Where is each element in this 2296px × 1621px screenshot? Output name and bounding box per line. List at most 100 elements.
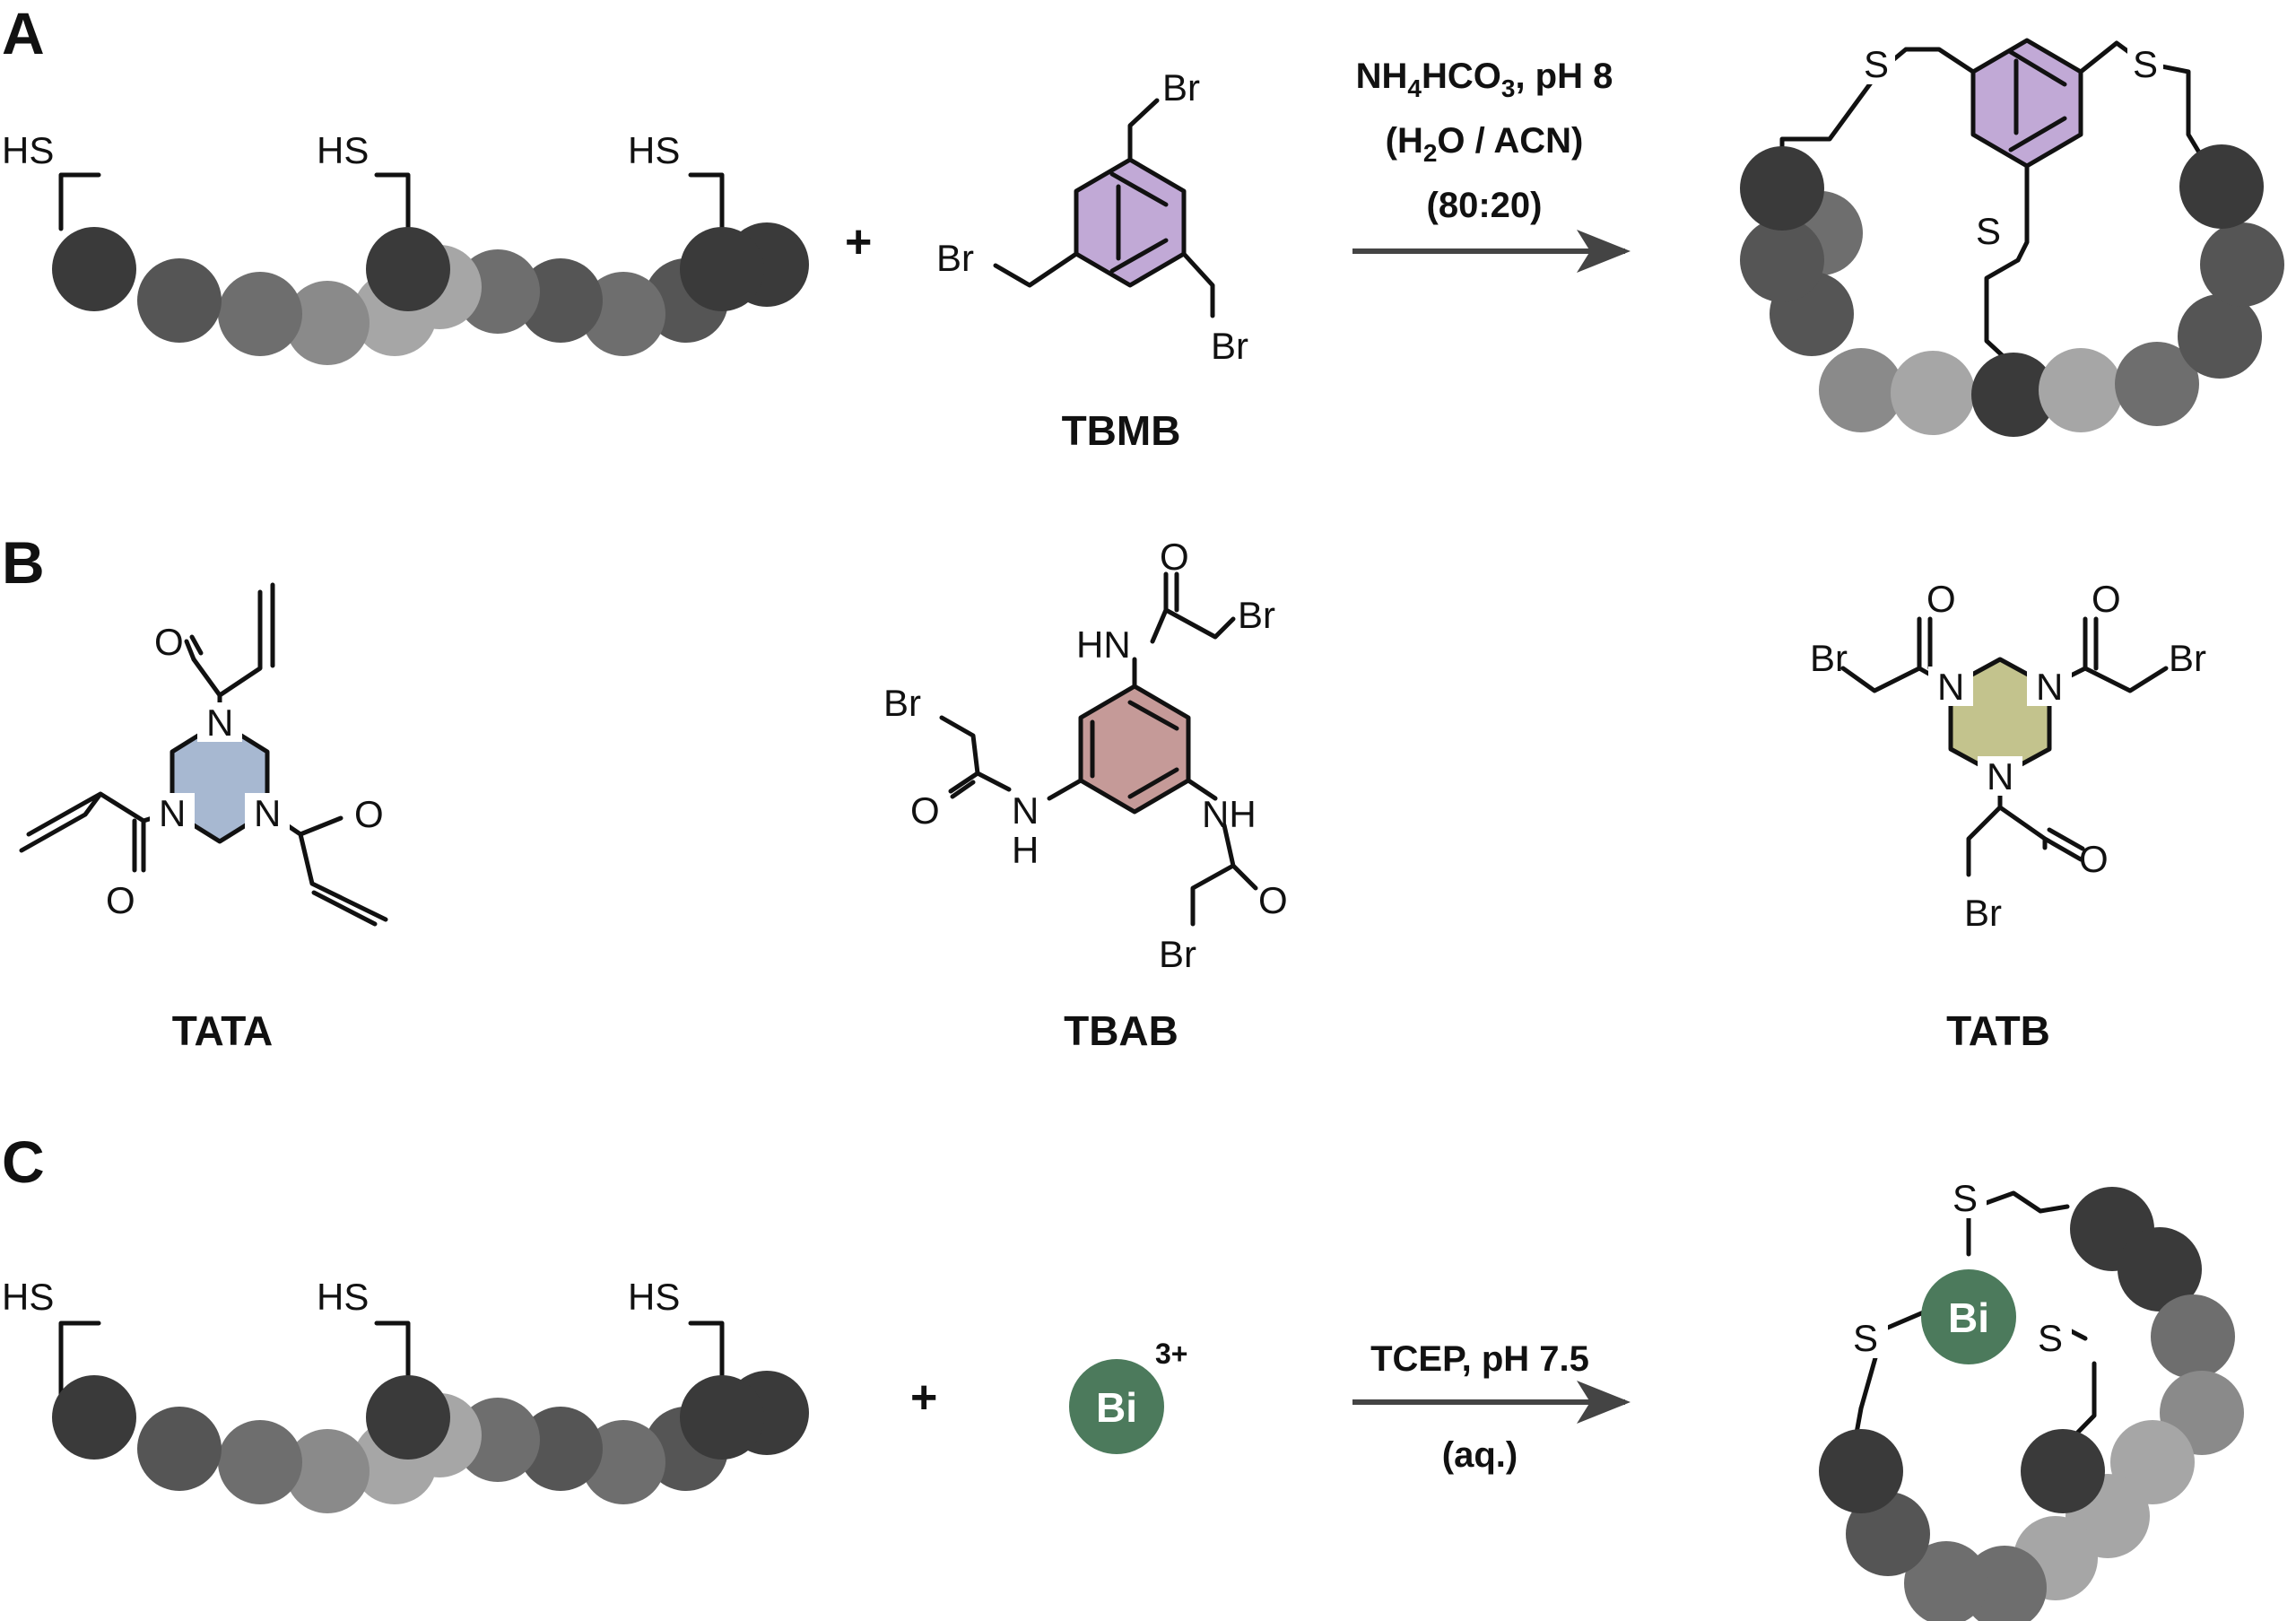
hs-atom: HS bbox=[317, 129, 369, 171]
peptide-bead bbox=[52, 1375, 136, 1460]
bismuth-charge: 3+ bbox=[1155, 1338, 1187, 1370]
nitrogen-atom: N bbox=[2036, 666, 2063, 708]
br-atom: Br bbox=[1211, 325, 1248, 367]
tbab-label: TBAB bbox=[1064, 1007, 1178, 1054]
peptide-bead bbox=[1971, 353, 2056, 437]
tatb-molecule: N N N O O Br Br O Br bbox=[1810, 578, 2206, 934]
hs-atom: HS bbox=[628, 129, 680, 171]
peptide-bead bbox=[2179, 144, 2264, 229]
tbmb-benzene-ring bbox=[1074, 157, 1187, 288]
bismuth-circle bbox=[1069, 1359, 1164, 1454]
bicyclic-peptide-product-a: S S S bbox=[1740, 38, 2284, 437]
nitrogen-atom: N bbox=[206, 702, 233, 744]
plus-sign: + bbox=[845, 216, 872, 268]
peptide-bead bbox=[2200, 222, 2284, 307]
peptide-bead bbox=[218, 272, 302, 356]
peptide-bead bbox=[1740, 218, 1824, 302]
condition-a-line3: (80:20) bbox=[1427, 186, 1543, 225]
hs-atom: HS bbox=[628, 1276, 680, 1318]
bismuth-symbol: Bi bbox=[1948, 1294, 1989, 1341]
oxygen-atom: O bbox=[354, 793, 384, 835]
sulfur-atom: S bbox=[2133, 43, 2158, 85]
hydrogen-atom: H bbox=[1012, 829, 1039, 871]
peptide-bead bbox=[366, 227, 450, 311]
br-atom: Br bbox=[883, 682, 921, 724]
bismuth-symbol: Bi bbox=[1096, 1384, 1137, 1431]
peptide-bead bbox=[518, 1407, 603, 1491]
linear-peptide-c: HS HS HS bbox=[2, 1276, 809, 1513]
tbmb-molecule: Br Br Br bbox=[936, 66, 1248, 367]
peptide-bead bbox=[137, 1407, 222, 1491]
bismuth-circle bbox=[1921, 1269, 2016, 1364]
nitrogen-atom: N bbox=[254, 792, 281, 834]
sulfur-atom: S bbox=[1864, 43, 1889, 85]
plus-sign: + bbox=[910, 1372, 937, 1424]
oxygen-atom: O bbox=[2079, 838, 2109, 880]
peptide-bead bbox=[518, 258, 603, 343]
oxygen-atom: O bbox=[1258, 879, 1288, 921]
sulfur-atom: S bbox=[1853, 1317, 1878, 1359]
peptide-bead bbox=[2178, 294, 2262, 379]
oxygen-atom: O bbox=[154, 621, 184, 663]
br-atom: Br bbox=[1810, 637, 1848, 679]
peptide-bead bbox=[1740, 146, 1824, 231]
bismuth-peptide-product-c: S S S Bi bbox=[1819, 1177, 2244, 1621]
br-atom: Br bbox=[1162, 66, 1200, 109]
br-atom: Br bbox=[2169, 637, 2206, 679]
tata-molecule: N N N O O O bbox=[19, 582, 388, 927]
condition-c-line2: (aq.) bbox=[1442, 1435, 1518, 1475]
peptide-bead bbox=[52, 227, 136, 311]
condition-a-line1: NH4HCO3, pH 8 bbox=[1356, 57, 1613, 102]
peptide-bead bbox=[285, 1429, 370, 1513]
panel-b-label: B bbox=[2, 529, 45, 596]
nitrogen-atom: N bbox=[159, 792, 186, 834]
oxygen-atom: O bbox=[910, 789, 940, 832]
linear-peptide-a: HS HS HS bbox=[2, 129, 809, 365]
tata-triazinane-ring bbox=[170, 719, 270, 844]
hs-atom: HS bbox=[317, 1276, 369, 1318]
peptide-bead bbox=[366, 1375, 450, 1460]
peptide-bead bbox=[2039, 348, 2123, 432]
sulfur-atom: S bbox=[1952, 1177, 1978, 1219]
nh-atom: NH bbox=[1202, 793, 1257, 835]
peptide-bead bbox=[2021, 1429, 2105, 1513]
nitrogen-atom: N bbox=[1937, 666, 1964, 708]
panel-a-label: A bbox=[2, 0, 45, 66]
br-atom: Br bbox=[1964, 892, 2002, 934]
nitrogen-atom: N bbox=[1012, 789, 1039, 832]
peptide-bead bbox=[680, 1375, 764, 1460]
peptide-bead bbox=[1891, 351, 1975, 435]
peptide-bead bbox=[137, 258, 222, 343]
peptide-bead bbox=[1819, 1429, 1903, 1513]
tbmb-label: TBMB bbox=[1062, 407, 1181, 454]
oxygen-atom: O bbox=[106, 879, 135, 921]
condition-c-line1: TCEP, pH 7.5 bbox=[1370, 1339, 1589, 1379]
peptide-bead bbox=[581, 272, 665, 356]
condition-a-line2: (H2O / ACN) bbox=[1386, 121, 1584, 167]
peptide-bead bbox=[1819, 348, 1903, 432]
peptide-bead bbox=[680, 227, 764, 311]
oxygen-atom: O bbox=[1926, 578, 1956, 620]
peptide-bead bbox=[285, 281, 370, 365]
br-atom: Br bbox=[1238, 594, 1275, 636]
hs-atom: HS bbox=[2, 129, 54, 171]
tata-label: TATA bbox=[172, 1007, 273, 1054]
nitrogen-atom: N bbox=[1987, 755, 2013, 797]
tbab-molecule: O Br HN Br O N H NH O Br bbox=[883, 536, 1288, 975]
panel-c-label: C bbox=[2, 1129, 45, 1195]
oxygen-atom: O bbox=[1160, 536, 1189, 578]
peptide-bead bbox=[2151, 1294, 2235, 1379]
oxygen-atom: O bbox=[2092, 578, 2121, 620]
peptide-bead bbox=[218, 1420, 302, 1504]
peptide-bead bbox=[2118, 1227, 2202, 1312]
br-atom: Br bbox=[936, 237, 974, 279]
peptide-bead bbox=[2115, 342, 2199, 426]
bismuth-ion: Bi 3+ bbox=[1069, 1338, 1187, 1454]
peptide-bead bbox=[581, 1420, 665, 1504]
hn-atom: HN bbox=[1076, 623, 1131, 666]
sulfur-atom: S bbox=[1976, 210, 2001, 252]
sulfur-atom: S bbox=[2038, 1317, 2063, 1359]
tatb-label: TATB bbox=[1946, 1007, 2050, 1054]
hs-atom: HS bbox=[2, 1276, 54, 1318]
